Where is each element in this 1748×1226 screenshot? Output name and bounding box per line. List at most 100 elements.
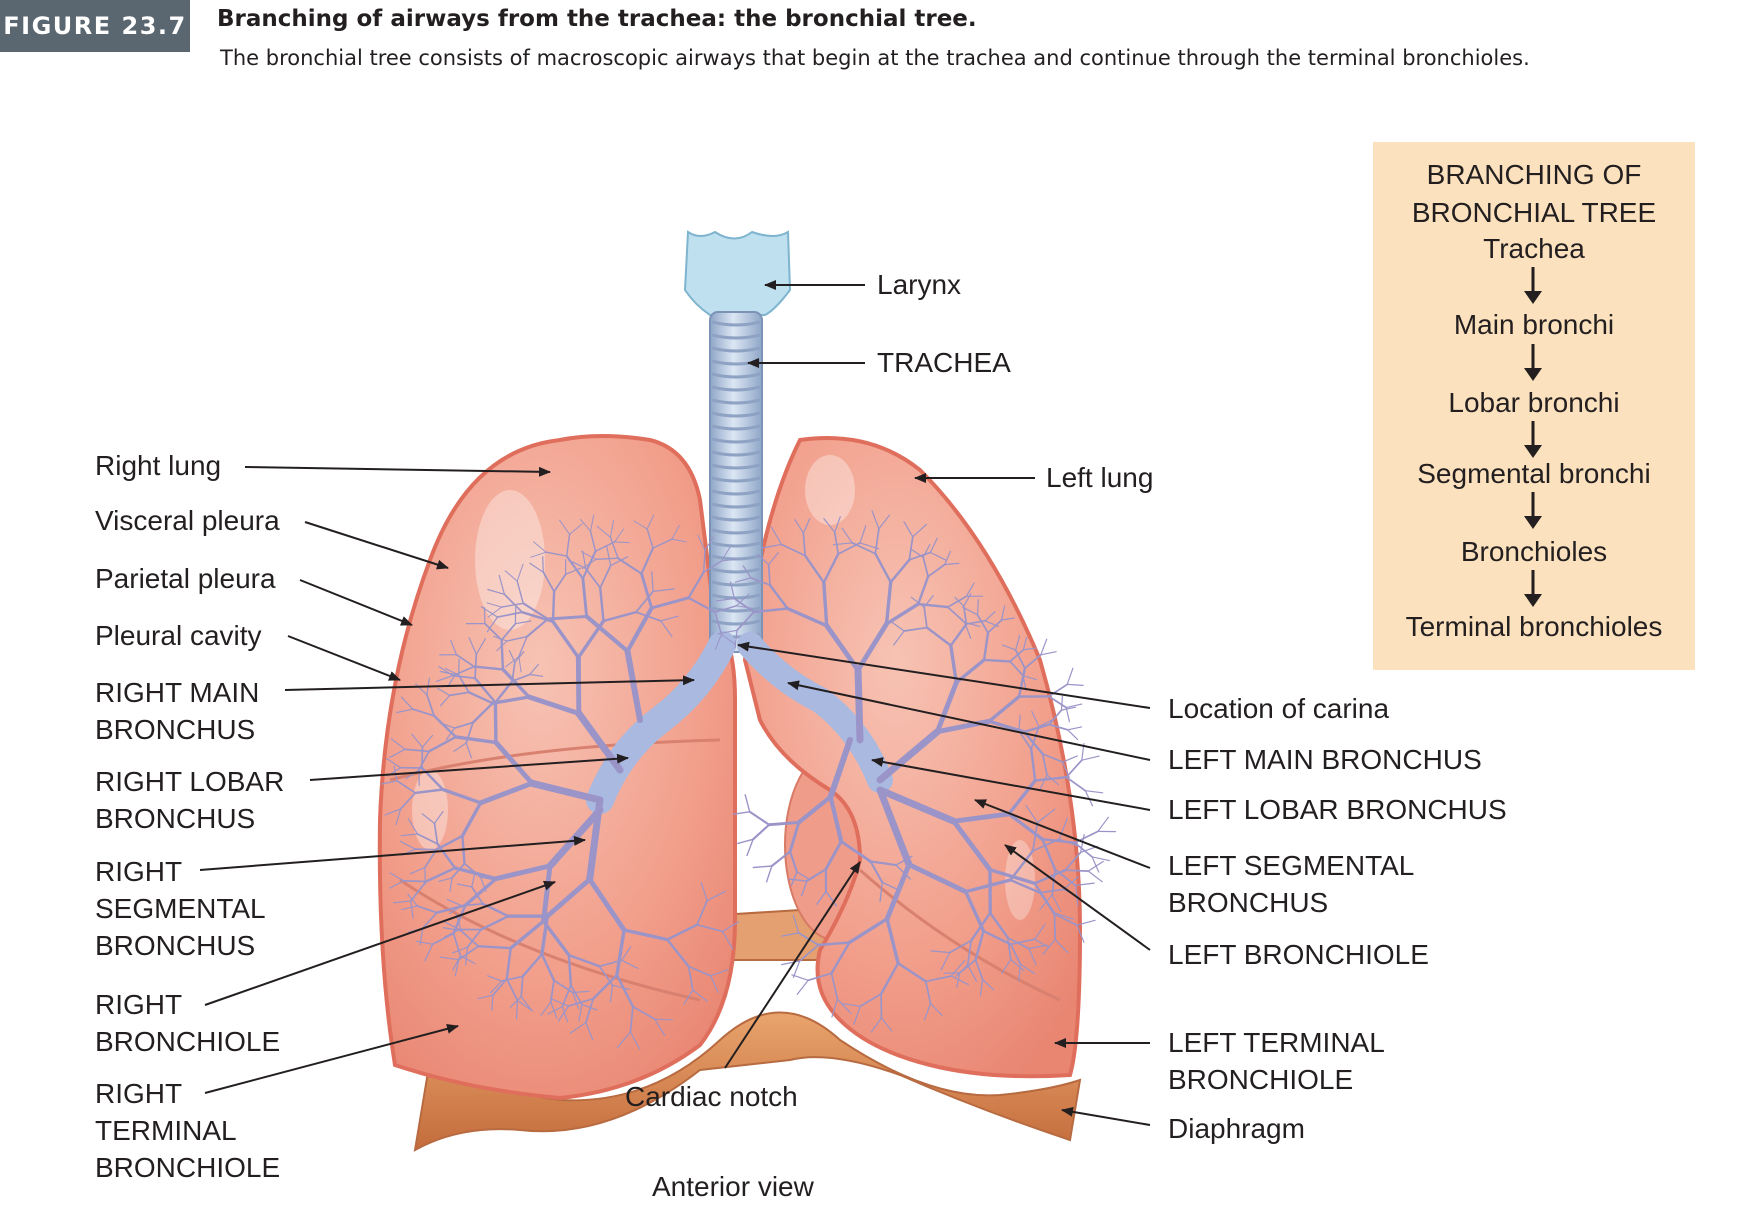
bronchiole-branch: [404, 748, 430, 753]
bronchiole-branch: [542, 571, 555, 593]
bronchiole-branch: [390, 738, 406, 750]
bronchiole-branch: [463, 876, 498, 907]
bronchiole-branch: [621, 945, 632, 961]
bronchiole-branch: [1097, 816, 1110, 833]
bronchiole-branch: [881, 881, 899, 891]
bronchiole-branch: [509, 919, 546, 950]
bronchiole-branch: [987, 619, 1003, 634]
bronchiole-branch: [581, 1003, 598, 1011]
bronchiole-branch: [880, 1017, 893, 1032]
bronchiole-branch: [1033, 938, 1050, 949]
bronchiole-branch: [540, 914, 549, 956]
bronchiole-branch: [416, 833, 439, 845]
bronchiole-branch: [1009, 938, 1036, 946]
bronchiole-branch: [452, 932, 462, 957]
trachea-ring: [711, 424, 761, 431]
bronchiole-branch: [503, 593, 523, 614]
bronchiole-branch: [431, 932, 455, 946]
bronchiole-branch: [460, 902, 484, 907]
bronchiole-branch: [671, 538, 687, 543]
bronchiole-branch: [525, 617, 549, 638]
bronchiole-branch: [1091, 856, 1100, 873]
bronchiole-branch: [687, 965, 694, 991]
bronchiole-branch: [884, 580, 893, 626]
bronchiole-branch: [444, 928, 461, 938]
bronchiole-branch: [788, 878, 808, 882]
bronchiole-branch: [823, 517, 836, 533]
bronchiole-branch: [721, 921, 740, 933]
label-line: RIGHT: [95, 989, 183, 1020]
label-line: RIGHT: [95, 856, 183, 887]
bronchiole-branch: [1031, 821, 1039, 852]
bronchiole-branch: [629, 1005, 634, 1033]
bronchiole-branch: [912, 523, 927, 538]
bronchiole-branch: [982, 929, 1012, 946]
bronchiole-branch: [402, 880, 427, 883]
leader-right-lung: [244, 466, 551, 477]
label-line: RIGHT: [95, 1078, 183, 1109]
bronchiole-branch: [1001, 958, 1012, 974]
bronchiole-branch: [841, 527, 853, 544]
bronchiole-branch: [1053, 913, 1078, 926]
bronchiole-branch: [703, 549, 706, 573]
flow-step-segmental-bronchi: Segmental bronchi: [1417, 458, 1651, 489]
trachea-ring: [711, 619, 761, 626]
bronchiole-branch: [465, 946, 469, 966]
figure-caption: The bronchial tree consists of macroscop…: [220, 46, 1530, 70]
bronchiole-branch: [721, 634, 736, 645]
bronchiole-branch: [580, 518, 591, 532]
bronchiole-branch: [802, 532, 806, 557]
trachea-ring: [711, 515, 761, 522]
bronchiole-branch: [709, 975, 719, 994]
bronchiole-branch: [389, 872, 405, 882]
bronchiole-branch: [700, 881, 708, 902]
bronchiole-branch: [453, 721, 474, 729]
bronchiole-branch: [752, 607, 789, 614]
bronchiole-branch: [1017, 667, 1027, 698]
flow-down-arrow-icon: [1524, 492, 1542, 529]
bronchiole-branch: [395, 808, 402, 826]
bronchiole-branch: [384, 808, 402, 816]
trachea-ring: [711, 450, 761, 457]
bronchiole-branch: [871, 510, 880, 530]
bronchiole-branch: [1062, 876, 1079, 891]
bronchiole-branch: [687, 571, 705, 599]
bronchiole-branch: [455, 653, 475, 668]
bronchiole-branch: [581, 577, 589, 618]
bronchiole-branch: [976, 599, 979, 616]
bronchiole-branch: [788, 820, 801, 854]
bronchiole-branch: [965, 582, 975, 597]
bronchiole-branch: [599, 564, 612, 589]
bronchiole-branch: [453, 866, 498, 881]
bronchiole-branch: [438, 877, 453, 883]
bronchiole-branch: [477, 994, 494, 1000]
leader-left-bronchiole: [1004, 844, 1151, 951]
bronchiole-branch: [1031, 838, 1061, 852]
bronchiole-branch: [457, 945, 480, 961]
bronchiole-branch: [479, 915, 510, 931]
bronchiole-branch: [651, 571, 654, 593]
bronchiole-branch: [717, 629, 738, 635]
bronchiole-branch: [511, 661, 516, 683]
bronchiole-branch: [621, 959, 639, 970]
bronchiole-branch: [1064, 851, 1082, 871]
bronchiole-branch: [770, 526, 783, 546]
bronchiole-branch: [929, 551, 947, 561]
figure-number-badge: FIGURE 23.7: [0, 0, 190, 52]
bronchiole-branch: [735, 605, 753, 609]
leader-visceral-pleura: [304, 521, 449, 570]
bronchiole-branch: [1030, 725, 1040, 750]
label-line: LEFT TERMINAL: [1168, 1027, 1385, 1058]
bronchiole-branch: [559, 519, 571, 535]
label-carina: Location of carina: [1168, 693, 1390, 724]
bronchiole-branch: [454, 665, 475, 676]
label-line: LEFT SEGMENTAL: [1168, 850, 1415, 881]
bronchiole-branch: [585, 1021, 594, 1041]
bronchiole-branch: [1022, 647, 1037, 651]
bronchiole-branch: [500, 638, 505, 671]
bronchiole-branch: [521, 953, 544, 978]
bronchiole-branch: [1028, 947, 1037, 966]
bronchiole-branch: [529, 663, 539, 676]
bronchiole-branch: [721, 546, 731, 562]
trachea-ring: [711, 437, 761, 444]
